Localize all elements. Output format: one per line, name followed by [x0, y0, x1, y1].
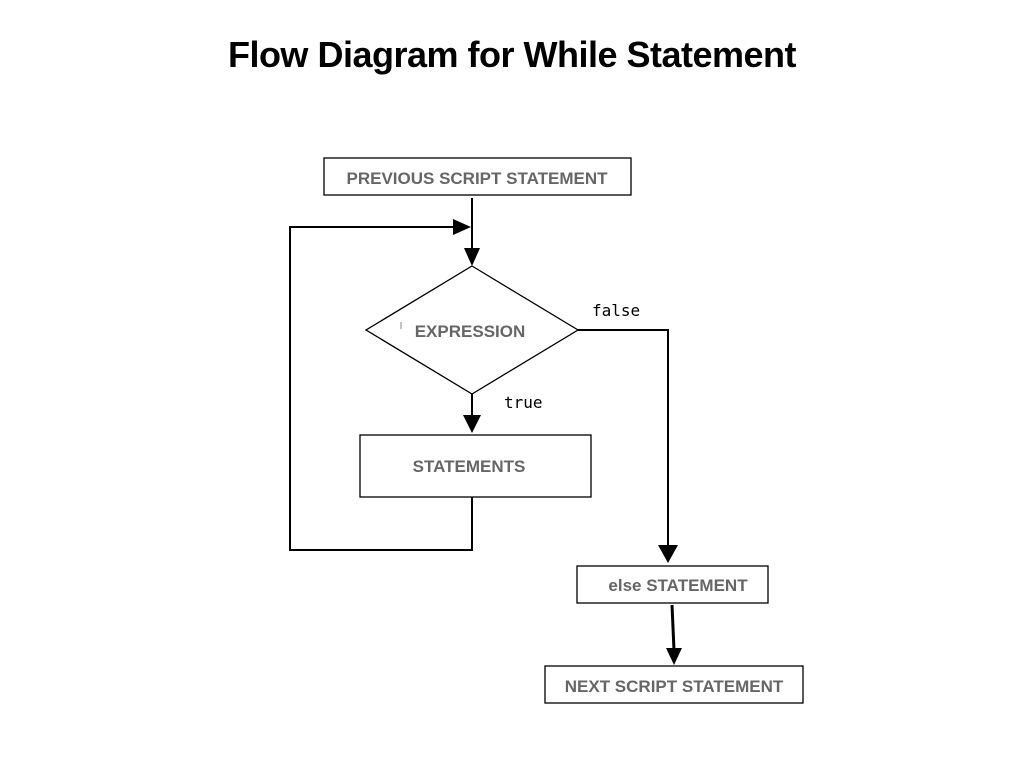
statements-node: STATEMENTS	[359, 434, 592, 498]
else-statement-label: else STATEMENT	[608, 576, 748, 595]
false-branch-arrow	[578, 329, 678, 563]
statements-label: STATEMENTS	[413, 457, 526, 476]
page-title: Flow Diagram for While Statement	[227, 34, 797, 75]
previous-to-expression-arrow	[464, 198, 480, 266]
previous-statement-node: PREVIOUS SCRIPT STATEMENT	[323, 157, 632, 196]
next-statement-node: NEXT SCRIPT STATEMENT	[544, 665, 804, 704]
next-statement-label: NEXT SCRIPT STATEMENT	[565, 677, 784, 696]
true-branch-arrow	[463, 394, 481, 433]
previous-statement-label: PREVIOUS SCRIPT STATEMENT	[346, 169, 608, 188]
expression-node: EXPRESSION	[364, 265, 580, 395]
loop-back-arrow	[289, 219, 473, 551]
true-label: true	[504, 393, 543, 412]
false-label: false	[592, 301, 640, 320]
expression-label: EXPRESSION	[415, 322, 526, 341]
else-to-next-arrow	[666, 604, 682, 665]
else-statement-node: else STATEMENT	[576, 565, 769, 604]
